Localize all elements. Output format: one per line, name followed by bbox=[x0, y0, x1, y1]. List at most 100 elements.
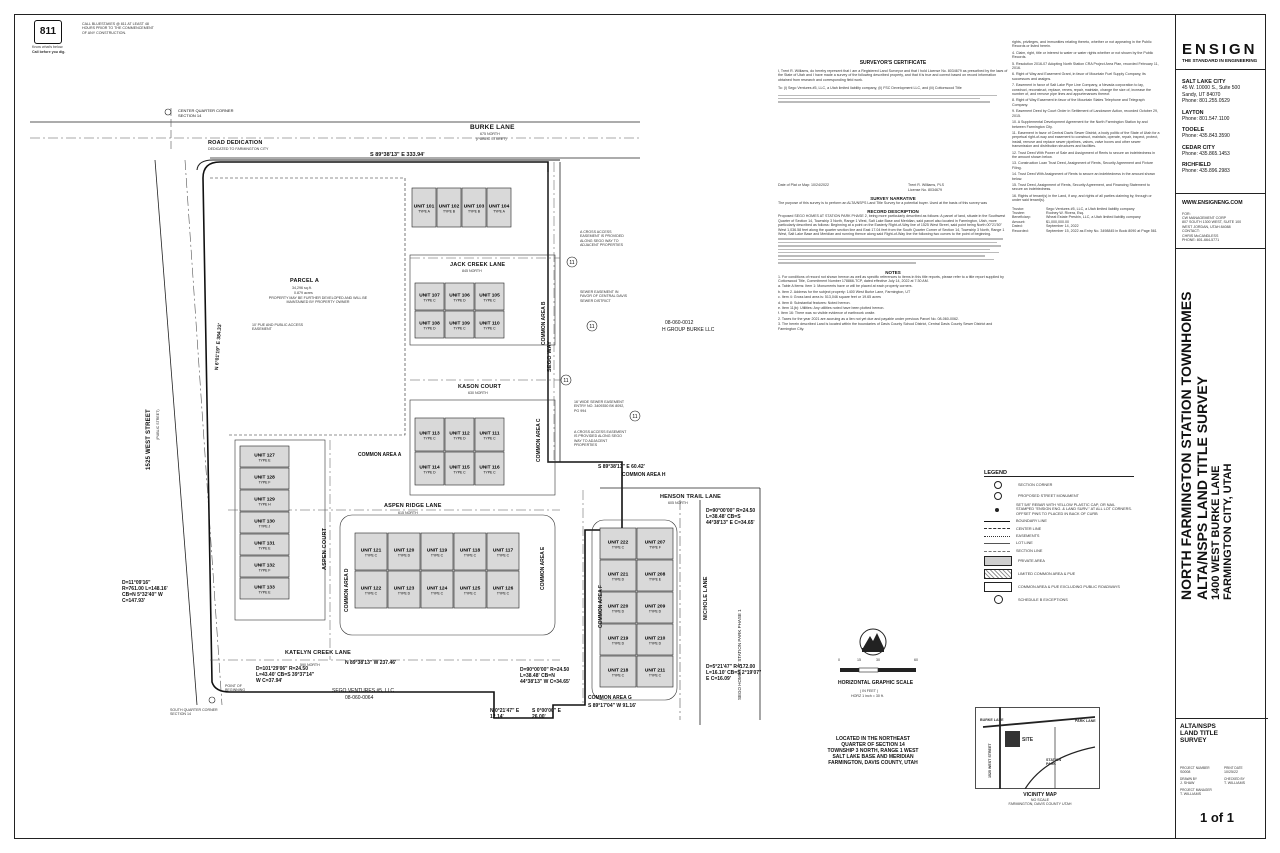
common-area-c: COMMON AREA C bbox=[536, 418, 542, 462]
unit-number: UNIT 207 bbox=[645, 540, 666, 546]
curve-1: D=11°09'16" R=761.00 L=148.16' CB=N 5°32… bbox=[122, 580, 168, 604]
parcel-a-boundary bbox=[210, 177, 406, 436]
meta-value: S0008 bbox=[1180, 770, 1191, 775]
legend-row: SCHEDULE B EXCEPTIONS bbox=[984, 595, 1134, 605]
811-logo: 811 bbox=[34, 20, 62, 44]
unit-number: UNIT 102 bbox=[439, 204, 460, 210]
unit-type: TYPE C bbox=[365, 554, 378, 558]
meta-key: CHECKED BY bbox=[1224, 776, 1245, 781]
sheet-number: 1 of 1 bbox=[1200, 810, 1234, 825]
trust-row: Amount:$1,000,000.00 bbox=[1012, 220, 1160, 224]
unit-footprint bbox=[486, 187, 512, 228]
vicinity-map bbox=[975, 707, 1100, 789]
legend-row: PRIVATE AREA bbox=[984, 556, 1134, 567]
office-city: LAYTON bbox=[1182, 109, 1204, 116]
east-common-area bbox=[591, 519, 678, 701]
legend-title: LEGEND bbox=[984, 470, 1134, 477]
meta-value: T. WILLIAMS bbox=[1180, 792, 1201, 797]
common-area-h: COMMON AREA H bbox=[622, 472, 666, 478]
certificate-signer: Trent R. Williams, PLS bbox=[908, 183, 945, 188]
unit-footprint bbox=[420, 532, 454, 571]
kason-common-area bbox=[409, 399, 556, 496]
callout-11-a bbox=[566, 256, 578, 268]
callout-11-d-text: 11 bbox=[632, 414, 637, 420]
callout-11-a-text: 11 bbox=[569, 260, 574, 266]
client-line: CW MANAGEMENT CORP bbox=[1182, 215, 1227, 220]
note-item: 3. The herein described Land is located … bbox=[778, 322, 993, 331]
unit-type: TYPE C bbox=[483, 437, 496, 441]
unit-footprint bbox=[474, 282, 505, 311]
callout-11-c bbox=[586, 320, 598, 332]
unit-type: TYPE C bbox=[497, 554, 510, 558]
jack-creek-label: JACK CREEK LANE bbox=[450, 262, 506, 268]
unit-type: TYPE F bbox=[259, 481, 271, 485]
exception-item: 4. Claim, right, title or interest to wa… bbox=[1012, 50, 1154, 60]
client-line: CONTACT: bbox=[1182, 229, 1200, 234]
trust-row: Recorded:September 15, 2022 as Entry No.… bbox=[1012, 229, 1160, 233]
unit-type: TYPE B bbox=[443, 210, 456, 214]
unit-footprint bbox=[599, 655, 637, 688]
vicinity-sub-1: NO SCALE bbox=[1030, 798, 1050, 802]
project-title-3: 1400 WEST BURKE LANE bbox=[1210, 465, 1222, 600]
trust-value: September 15, 2022 as Entry No. 3498845 … bbox=[1046, 228, 1157, 233]
record-title: RECORD DESCRIPTION bbox=[867, 209, 919, 215]
legend-symbol-icon bbox=[994, 492, 1002, 500]
bearing-sego: S 89°38'13" E 60.42' bbox=[598, 464, 645, 470]
unit-type: TYPE C bbox=[483, 471, 496, 475]
legend-symbol-icon bbox=[984, 550, 1010, 552]
exception-item: 16. Rights of tenant(s) in the Land, if … bbox=[1012, 193, 1152, 203]
unit-footprint bbox=[474, 451, 505, 486]
legend-label: LIMITED COMMON AREA & PUE bbox=[1018, 572, 1076, 577]
vicinity-label-burke: BURKE LANE bbox=[980, 718, 1004, 722]
nichole-label: NICHOLE LANE bbox=[703, 576, 709, 620]
south-common-area bbox=[339, 514, 556, 636]
unit-type: TYPE D bbox=[649, 642, 662, 646]
sheet-title-3: SURVEY bbox=[1180, 737, 1207, 744]
jack-creek-sub: 845 NORTH bbox=[462, 269, 482, 273]
location-line-3: TOWNSHIP 3 NORTH, RANGE 1 WEST bbox=[827, 748, 919, 754]
henson-label: HENSON TRAIL LANE bbox=[660, 494, 722, 500]
legend-label: COMMON AREA & PUE EXCLUDING PUBLIC ROADW… bbox=[1018, 585, 1120, 590]
bearing-26: S 0°00'00" E 26.00' bbox=[532, 708, 561, 720]
client-line: FOR: bbox=[1182, 211, 1191, 216]
unit-number: UNIT 115 bbox=[449, 465, 470, 471]
project-title-4: FARMINGTON CITY, UTAH bbox=[1222, 463, 1234, 600]
bearing-small: N 0°21'47" E 12.14' bbox=[490, 708, 520, 720]
meta-value: J. SHAW bbox=[1180, 781, 1195, 786]
aspen-ridge-label: ASPEN RIDGE LANE bbox=[384, 503, 442, 509]
callout-11-c-text: 11 bbox=[589, 324, 594, 330]
ensign-logo-text: ENSIGN bbox=[1182, 41, 1258, 58]
unit-footprint bbox=[354, 570, 388, 609]
note-item: d. Item 8: Substantial features: Noted h… bbox=[778, 300, 851, 305]
location-line-5: FARMINGTON, DAVIS COUNTY, UTAH bbox=[828, 760, 918, 766]
811-tagline-2: Call before you dig. bbox=[32, 50, 66, 54]
vicinity-title: VICINITY MAP bbox=[1023, 792, 1057, 798]
legend-symbol-icon bbox=[984, 528, 1010, 530]
section-corner-icon bbox=[208, 696, 216, 704]
vicinity-label-station: STATION PARK bbox=[1046, 758, 1062, 767]
unit-footprint bbox=[453, 532, 487, 571]
trust-details: Trustor:Sego Ventures #5, LLC, a Utah li… bbox=[1012, 207, 1160, 233]
office-line: 45 W. 10000 S., Suite 500 bbox=[1182, 85, 1241, 91]
unit-type: TYPE D bbox=[453, 299, 466, 303]
certificate-to: To: (i) Sego Ventures #5, LLC, a Utah li… bbox=[778, 86, 962, 91]
exception-item: 13. Construction Loan Trust Deed, Assign… bbox=[1012, 161, 1154, 170]
easement-note-4: A CROSS ACCESS EASEMENT IS PROVIDED ALON… bbox=[574, 430, 627, 448]
location-block: LOCATED IN THE NORTHEAST QUARTER OF SECT… bbox=[808, 736, 938, 766]
unit-type: TYPE C bbox=[649, 674, 662, 678]
unit-type: TYPE D bbox=[612, 610, 625, 614]
unit-number: UNIT 122 bbox=[361, 586, 382, 592]
center-quarter-label: CENTER QUARTER CORNER SECTION 14 bbox=[178, 108, 234, 118]
unit-type: TYPE C bbox=[497, 592, 510, 596]
